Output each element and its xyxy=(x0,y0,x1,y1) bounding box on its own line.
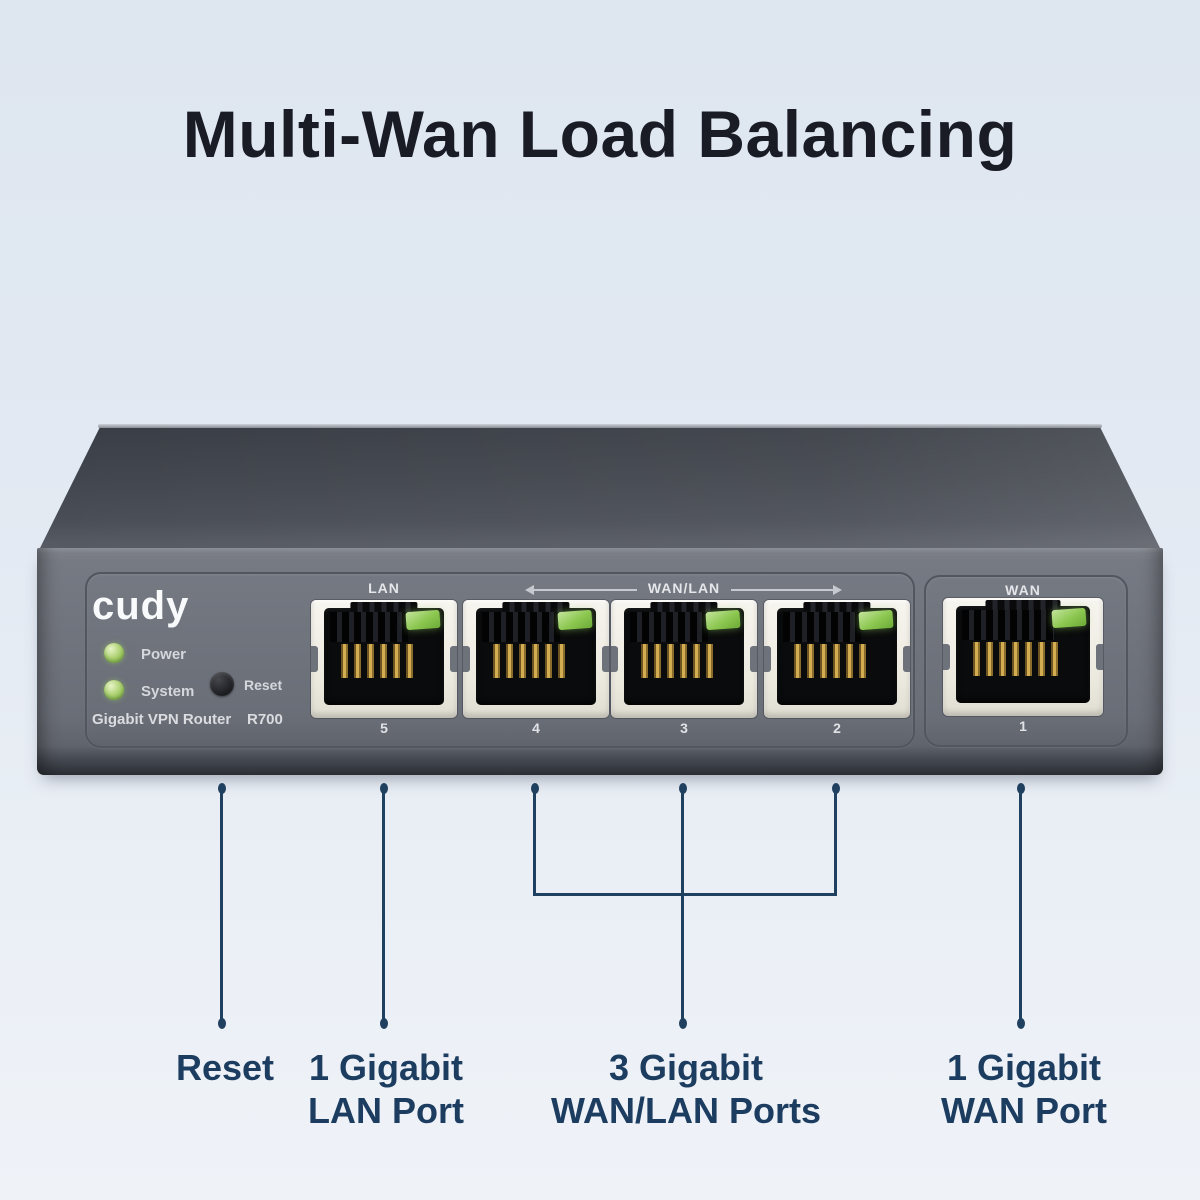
callout-line-lan-port xyxy=(382,792,385,1022)
device-top-edge-highlight xyxy=(98,424,1102,428)
callout-dot xyxy=(531,783,539,794)
bezel-notch xyxy=(764,646,771,672)
wanlan-section-label: WAN/LAN xyxy=(647,580,721,596)
bezel-notch xyxy=(1096,644,1103,670)
bezel-notch xyxy=(463,646,470,672)
callout-dot xyxy=(1017,783,1025,794)
port-led-icon xyxy=(405,609,441,631)
power-led-icon xyxy=(104,643,124,663)
rj45-jack-icon xyxy=(956,600,1090,703)
port-led-icon xyxy=(557,609,593,631)
jack-comb xyxy=(482,612,560,642)
ethernet-port-3: 3 xyxy=(611,600,757,736)
jack-comb xyxy=(783,612,861,642)
ethernet-port-1-wan: 1 xyxy=(943,598,1103,734)
wanlan-arrow-left-icon xyxy=(525,585,534,595)
wanlan-bracket-line-right xyxy=(731,589,833,591)
rj45-jack-icon xyxy=(476,602,596,705)
callout-label-line2: WAN Port xyxy=(941,1090,1107,1131)
port-led-icon xyxy=(858,609,894,631)
rj45-jack-icon xyxy=(624,602,744,705)
model-number-label: R700 xyxy=(247,711,283,728)
lan-section-label: LAN xyxy=(368,580,400,596)
callout-line-port2 xyxy=(834,792,837,896)
bezel-notch xyxy=(750,646,757,672)
jack-tab xyxy=(350,602,418,614)
port-bezel xyxy=(764,600,910,718)
jack-tab xyxy=(502,602,570,614)
callout-line-port3 xyxy=(681,792,684,1022)
callout-dot xyxy=(380,1018,388,1029)
reset-button xyxy=(210,672,234,696)
port-bezel xyxy=(463,600,609,718)
callout-label-line1: 1 Gigabit xyxy=(308,1047,464,1088)
callout-label-line2: WAN/LAN Ports xyxy=(551,1090,821,1131)
bezel-notch xyxy=(450,646,457,672)
callout-dot xyxy=(679,1018,687,1029)
callout-label-line2: LAN Port xyxy=(308,1090,464,1131)
jack-gold-pins xyxy=(969,642,1064,676)
bezel-notch xyxy=(311,646,318,672)
port-led-icon xyxy=(1051,607,1087,629)
jack-tab xyxy=(985,600,1061,612)
jack-tab xyxy=(650,602,718,614)
jack-tab xyxy=(803,602,871,614)
callout-dot xyxy=(218,1018,226,1029)
callout-dot xyxy=(832,783,840,794)
jack-gold-pins xyxy=(637,644,718,678)
wanlan-arrow-right-icon xyxy=(833,585,842,595)
system-led-icon xyxy=(104,680,124,700)
jack-comb xyxy=(962,610,1054,640)
rj45-jack-icon xyxy=(324,602,444,705)
callout-label-lan-port: 1 Gigabit LAN Port xyxy=(308,1046,464,1132)
rj45-jack-icon xyxy=(777,602,897,705)
callout-label-wan-port: 1 Gigabit WAN Port xyxy=(941,1046,1107,1132)
callout-line-wanlan-merge xyxy=(534,893,837,896)
callout-dot xyxy=(218,783,226,794)
callout-label-line1: Reset xyxy=(175,1047,275,1088)
jack-gold-pins xyxy=(790,644,871,678)
callout-line-reset xyxy=(220,792,223,1022)
jack-comb xyxy=(330,612,408,642)
system-led-label: System xyxy=(141,683,195,700)
product-name-label: Gigabit VPN Router xyxy=(92,711,232,728)
jack-gold-pins xyxy=(337,644,418,678)
jack-comb xyxy=(630,612,708,642)
port-led-icon xyxy=(705,609,741,631)
bezel-notch xyxy=(602,646,609,672)
port-bezel xyxy=(311,600,457,718)
callout-label-wanlan-ports: 3 Gigabit WAN/LAN Ports xyxy=(551,1046,821,1132)
wan-section-label: WAN xyxy=(1005,582,1041,598)
power-led-label: Power xyxy=(141,646,187,663)
bezel-notch xyxy=(943,644,950,670)
front-panel-left-section xyxy=(85,572,915,748)
front-panel-wan-section xyxy=(924,575,1128,747)
port-number: 5 xyxy=(380,720,388,736)
port-number: 4 xyxy=(532,720,540,736)
bezel-notch xyxy=(611,646,618,672)
page-title: Multi-Wan Load Balancing xyxy=(182,97,1018,171)
callout-label-reset: Reset xyxy=(176,1046,274,1089)
ethernet-port-4: 4 xyxy=(463,600,609,736)
ethernet-port-2: 2 xyxy=(764,600,910,736)
callout-line-wan-port xyxy=(1019,792,1022,1022)
port-number: 3 xyxy=(680,720,688,736)
bezel-notch xyxy=(903,646,910,672)
port-number: 1 xyxy=(1019,718,1027,734)
callout-dot xyxy=(679,783,687,794)
brand-logo: cudy xyxy=(92,584,190,628)
callout-line-port4 xyxy=(533,792,536,896)
device-top-face xyxy=(40,427,1160,548)
wanlan-bracket-line-left xyxy=(533,589,637,591)
callout-label-line1: 1 Gigabit xyxy=(946,1047,1102,1088)
callout-dot xyxy=(1017,1018,1025,1029)
port-number: 2 xyxy=(833,720,841,736)
callout-dot xyxy=(380,783,388,794)
callout-label-line1: 3 Gigabit xyxy=(608,1047,764,1088)
port-bezel xyxy=(611,600,757,718)
jack-gold-pins xyxy=(489,644,570,678)
port-bezel xyxy=(943,598,1103,716)
ethernet-port-5: 5 xyxy=(311,600,457,736)
reset-button-label: Reset xyxy=(244,677,283,693)
